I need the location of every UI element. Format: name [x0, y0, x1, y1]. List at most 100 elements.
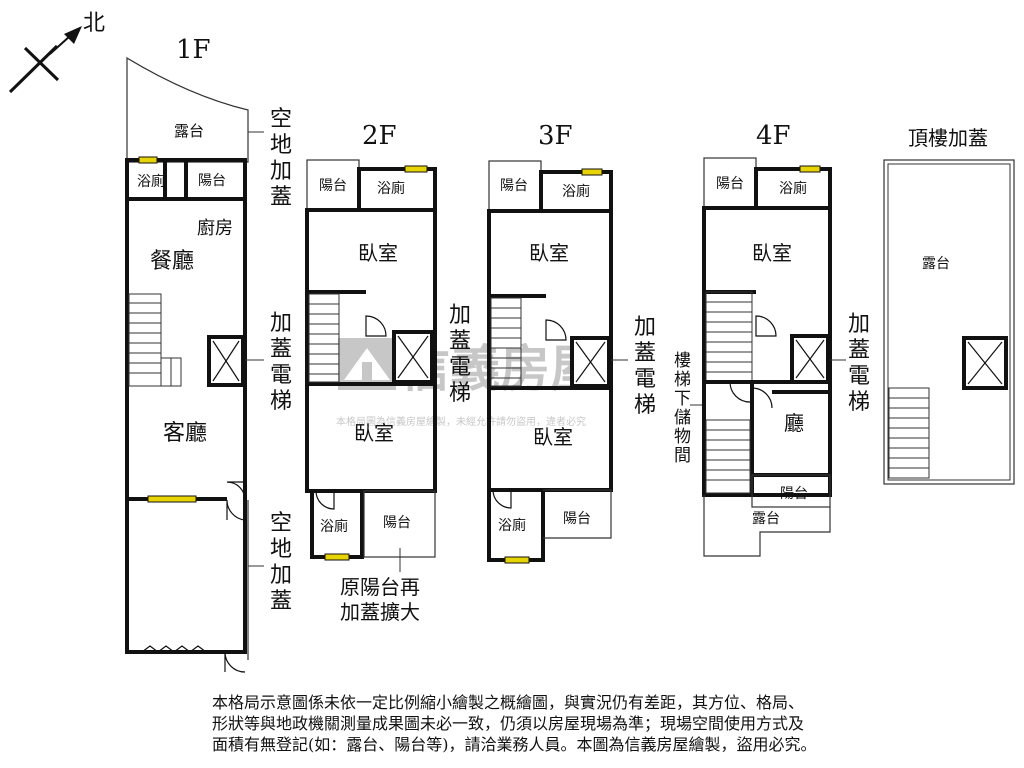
- 2f-window: [324, 553, 350, 561]
- svg-text:地: 地: [270, 537, 292, 562]
- roof-terrace-label: 露台: [922, 256, 950, 272]
- roof-title: 頂樓加蓋: [908, 126, 988, 150]
- north-compass: 北: [8, 11, 105, 94]
- svg-text:地: 地: [270, 133, 292, 158]
- svg-text:梯: 梯: [634, 393, 656, 418]
- svg-text:電: 電: [848, 364, 870, 389]
- svg-text:儲: 儲: [674, 408, 691, 428]
- compass-shaft: [49, 35, 71, 55]
- annotation-elevator-3f: 加 蓋 電 梯: [611, 315, 656, 418]
- disclaimer: 本格局示意圖係未依一定比例縮小繪製之概繪圖，與實況仍有差距，其方位、格局、 形狀…: [212, 692, 972, 755]
- 3f-bedroom-top-label: 臥室: [529, 241, 569, 265]
- svg-text:加: 加: [270, 159, 292, 184]
- 1f-elevator: [207, 335, 245, 387]
- svg-text:下: 下: [674, 389, 691, 409]
- svg-text:梯: 梯: [674, 370, 691, 390]
- 1f-terrace-label: 露台: [174, 122, 204, 140]
- 2f-window: [404, 165, 428, 173]
- 2f-balcony-top-label: 陽台: [319, 178, 347, 194]
- svg-text:梯: 梯: [270, 389, 292, 414]
- floor-3f-title: 3F: [538, 121, 573, 151]
- roof-staircase: [888, 387, 930, 479]
- svg-text:空: 空: [270, 107, 292, 132]
- floor-roof: 頂樓加蓋 露台: [883, 126, 1015, 485]
- floor-4f-title: 4F: [756, 121, 791, 151]
- floor-1f-title: 1F: [176, 35, 211, 65]
- 1f-folding-gate: [141, 645, 207, 653]
- svg-text:蓋: 蓋: [449, 329, 471, 354]
- svg-text:加蓋擴大: 加蓋擴大: [340, 600, 420, 624]
- roof-outline: [883, 159, 1015, 485]
- 4f-balcony-bottom-label: 陽台: [780, 486, 808, 502]
- floor-1f: 1F 露台 浴廁 陽台 廚房 餐廳 客廳: [125, 35, 249, 673]
- 4f-terrace-outline: [703, 495, 831, 557]
- compass-line: [8, 44, 59, 94]
- svg-text:梯: 梯: [848, 390, 870, 415]
- svg-text:梯: 梯: [449, 381, 471, 406]
- 1f-bath-label: 浴廁: [137, 173, 165, 190]
- svg-text:加: 加: [634, 315, 656, 340]
- svg-text:蓋: 蓋: [270, 589, 292, 614]
- svg-text:加: 加: [848, 312, 870, 337]
- 4f-staircase-lower: [705, 419, 751, 494]
- watermark-logo-icon: [338, 338, 396, 390]
- annotation-balcony-enlarged: 原陽台再 加蓋擴大: [340, 575, 420, 624]
- disclaimer-line: 面積有無登記(如：露台、陽台等)，請洽業務人員。本圖為信義房屋繪製，盜用必究。: [212, 735, 817, 754]
- annotation-under-stair-storage: 樓 梯 下 儲 物 間: [674, 351, 706, 466]
- annotation-elevator-1f: 加 蓋 電 梯: [245, 311, 292, 414]
- 1f-staircase: [128, 293, 182, 387]
- 4f-bath-top-label: 浴廁: [779, 180, 807, 197]
- floor-2f-title: 2F: [362, 121, 397, 151]
- 4f-hall-label: 廳: [784, 411, 804, 435]
- 2f-bedroom-top-label: 臥室: [358, 241, 398, 265]
- 1f-door-swing: [224, 651, 246, 673]
- svg-text:蓋: 蓋: [848, 338, 870, 363]
- svg-text:空: 空: [270, 511, 292, 536]
- 3f-bath-bottom-label: 浴廁: [498, 517, 526, 534]
- floor-2f: 2F 陽台 浴廁 臥室 臥室 浴廁 陽台: [305, 121, 437, 572]
- 3f-balcony-bottom-label: 陽台: [563, 511, 591, 527]
- 2f-staircase: [308, 293, 340, 383]
- annotation-vacant-bottom: 空 地 加 蓋: [248, 511, 292, 614]
- svg-text:加: 加: [270, 563, 292, 588]
- annotation-elevator-2f: 加 蓋 電 梯: [449, 303, 471, 406]
- svg-text:加: 加: [270, 311, 292, 336]
- annotation-vacant-top: 空 地 加 蓋: [248, 107, 292, 210]
- 2f-bedroom-bottom-label: 臥室: [354, 421, 394, 445]
- svg-text:間: 間: [674, 446, 691, 466]
- 4f-terrace-label: 露台: [752, 511, 780, 527]
- 3f-balcony-top-label: 陽台: [500, 178, 528, 194]
- 4f-balcony-top-label: 陽台: [716, 176, 744, 192]
- north-label: 北: [83, 11, 105, 36]
- 2f-balcony-bottom-label: 陽台: [383, 515, 411, 531]
- svg-text:加: 加: [449, 303, 471, 328]
- 1f-window: [147, 495, 197, 503]
- floor-4f: 4F 陽台 浴廁 臥室 廳 陽台: [702, 121, 832, 557]
- 4f-staircase-upper: [705, 291, 753, 383]
- 4f-bedroom-top-label: 臥室: [752, 241, 792, 265]
- svg-text:蓋: 蓋: [270, 337, 292, 362]
- 2f-bath-bottom-label: 浴廁: [320, 518, 348, 535]
- compass-cross: [23, 46, 60, 82]
- svg-text:電: 電: [270, 363, 292, 388]
- svg-text:樓: 樓: [674, 351, 691, 371]
- svg-text:電: 電: [449, 355, 471, 380]
- north-arrow-icon: [64, 26, 82, 44]
- disclaimer-line: 形狀等與地政機關測量成果圖未必一致，仍須以房屋現場為準；現場空間使用方式及: [212, 714, 805, 733]
- disclaimer-line: 本格局示意圖係未依一定比例縮小繪製之概繪圖，與實況仍有差距，其方位、格局、: [212, 693, 805, 712]
- annotation-elevator-4f: 加 蓋 電 梯: [830, 312, 870, 415]
- 1f-window: [138, 156, 158, 164]
- floor-3f: 3F 陽台 浴廁 臥室 臥室 浴廁 陽台: [487, 121, 613, 564]
- 2f-door-swing: [365, 315, 387, 337]
- 1f-kitchen-label: 廚房: [197, 217, 233, 239]
- 1f-door-swing: [226, 499, 246, 521]
- watermark-sub: 本格局圖為信義房屋繪製，未經允許請勿盜用，違者必究: [336, 415, 586, 428]
- svg-text:蓋: 蓋: [634, 341, 656, 366]
- 1f-terrace-outline: [126, 56, 249, 163]
- 3f-staircase: [490, 297, 522, 387]
- 3f-bath-top-label: 浴廁: [562, 183, 590, 200]
- 2f-bath-top-label: 浴廁: [377, 180, 405, 197]
- 1f-balcony-label: 陽台: [198, 173, 226, 189]
- 3f-bedroom-bottom-label: 臥室: [533, 425, 573, 449]
- svg-text:蓋: 蓋: [270, 185, 292, 210]
